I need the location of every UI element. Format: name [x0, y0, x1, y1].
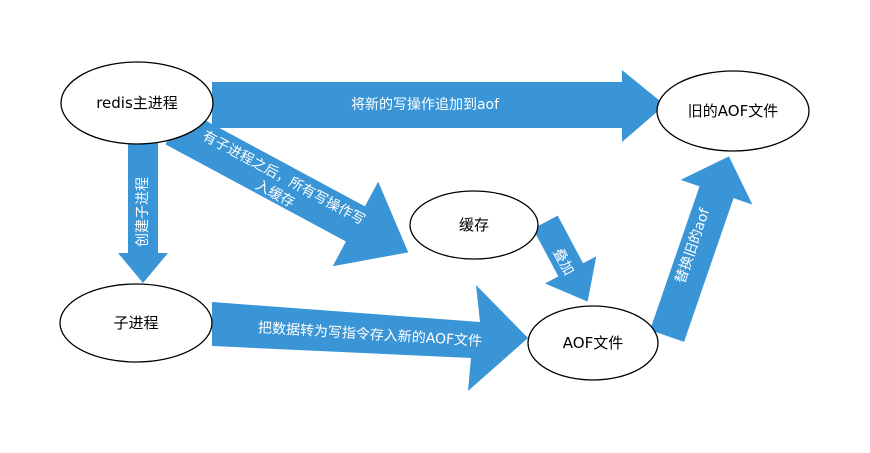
node-old-aof-label: 旧的AOF文件: [688, 102, 778, 120]
node-child-process-ellipse: [59, 283, 213, 363]
arrow-append-write-ops-shape: [212, 70, 665, 142]
arrow-append-write-ops: 将新的写操作追加到aof: [212, 70, 665, 142]
arrow-convert-data: 把数据转为写指令存入新的AOF文件: [212, 285, 528, 391]
node-aof-file-label: AOF文件: [563, 334, 623, 352]
arrow-create-child-shape: [118, 140, 168, 283]
arrow-add-shape: [532, 215, 597, 302]
node-child-process-label: 子进程: [113, 314, 158, 332]
arrow-add: 叠加: [532, 215, 597, 302]
arrow-convert-data-shape: [212, 285, 528, 391]
arrow-append-write-ops-label: 将新的写操作追加到aof: [351, 97, 500, 113]
node-old-aof: 旧的AOF文件: [656, 70, 810, 152]
arrow-create-child-label: 创建子进程: [135, 177, 151, 247]
node-cache-ellipse: [409, 190, 539, 260]
node-aof-file-ellipse: [527, 305, 659, 381]
node-redis-main-ellipse: [60, 61, 214, 145]
node-aof-file: AOF文件: [527, 305, 659, 381]
arrow-create-child: 创建子进程: [118, 140, 168, 283]
node-cache-label: 缓存: [459, 216, 489, 234]
node-redis-main-label: redis主进程: [96, 94, 178, 112]
node-cache: 缓存: [409, 190, 539, 260]
node-redis-main: redis主进程: [60, 61, 214, 145]
node-old-aof-ellipse: [656, 70, 810, 152]
arrow-write-to-cache-shape: [165, 109, 409, 267]
arrow-replace-old-shape: [650, 156, 753, 342]
arrow-replace-old: 替换旧的aof: [650, 156, 753, 342]
node-child-process: 子进程: [59, 283, 213, 363]
arrow-write-to-cache-label-line1: 有子进程之后，所有写操作写: [200, 128, 368, 228]
